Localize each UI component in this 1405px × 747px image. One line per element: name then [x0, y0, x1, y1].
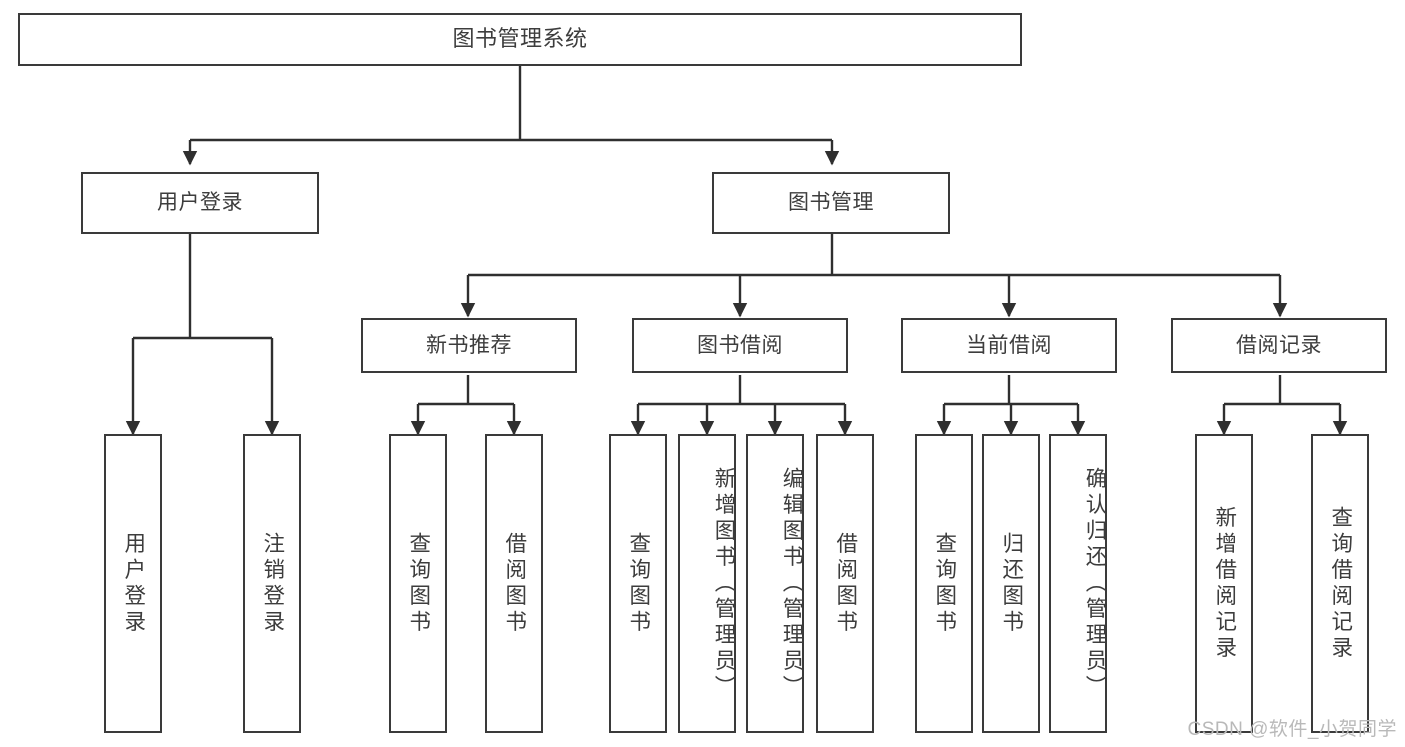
leaf-current-query-book-label: 查询图书: [932, 531, 957, 636]
leaf-user-login-signin-label: 用户登录: [121, 531, 146, 636]
leaf-borrow-add-book-label: 新增图书（管理员）: [712, 466, 736, 701]
leaf-current-return-book[interactable]: 归还图书: [982, 434, 1040, 733]
leaf-current-return-book-label: 归还图书: [999, 531, 1024, 636]
csdn-watermark: CSDN @软件_小贺同学: [1187, 719, 1397, 740]
node-root-label: 图书管理系统: [452, 26, 588, 52]
node-new-book-recommend-label: 新书推荐: [426, 333, 512, 357]
leaf-current-confirm-return-label: 确认归还（管理员）: [1083, 466, 1107, 701]
leaf-record-add-label: 新增借阅记录: [1212, 505, 1237, 662]
node-book-management-label: 图书管理: [788, 191, 874, 215]
leaf-current-query-book[interactable]: 查询图书: [915, 434, 973, 733]
node-book-management[interactable]: 图书管理: [712, 172, 950, 234]
leaf-user-login-signin[interactable]: 用户登录: [104, 434, 162, 733]
node-book-borrow[interactable]: 图书借阅: [632, 318, 848, 373]
leaf-record-query[interactable]: 查询借阅记录: [1311, 434, 1369, 733]
leaf-record-query-label: 查询借阅记录: [1328, 505, 1353, 662]
leaf-current-confirm-return[interactable]: 确认归还（管理员）: [1049, 434, 1107, 733]
leaf-new-book-query-label: 查询图书: [406, 531, 431, 636]
leaf-borrow-add-book[interactable]: 新增图书（管理员）: [678, 434, 736, 733]
node-new-book-recommend[interactable]: 新书推荐: [361, 318, 577, 373]
leaf-borrow-borrow-book[interactable]: 借阅图书: [816, 434, 874, 733]
leaf-borrow-query-book[interactable]: 查询图书: [609, 434, 667, 733]
leaf-new-book-borrow-label: 借阅图书: [502, 531, 527, 636]
node-current-borrow-label: 当前借阅: [966, 333, 1052, 357]
leaf-user-login-signout-label: 注销登录: [260, 531, 285, 636]
leaf-borrow-borrow-book-label: 借阅图书: [833, 531, 858, 636]
node-book-borrow-label: 图书借阅: [697, 333, 783, 357]
node-root[interactable]: 图书管理系统: [18, 13, 1022, 66]
leaf-borrow-edit-book-label: 编辑图书（管理员）: [780, 466, 804, 701]
leaf-new-book-borrow[interactable]: 借阅图书: [485, 434, 543, 733]
leaf-record-add[interactable]: 新增借阅记录: [1195, 434, 1253, 733]
leaf-borrow-edit-book[interactable]: 编辑图书（管理员）: [746, 434, 804, 733]
leaf-borrow-query-book-label: 查询图书: [626, 531, 651, 636]
node-user-login[interactable]: 用户登录: [81, 172, 319, 234]
node-borrow-record-label: 借阅记录: [1236, 333, 1322, 357]
node-current-borrow[interactable]: 当前借阅: [901, 318, 1117, 373]
leaf-user-login-signout[interactable]: 注销登录: [243, 434, 301, 733]
node-borrow-record[interactable]: 借阅记录: [1171, 318, 1387, 373]
node-user-login-label: 用户登录: [157, 191, 243, 215]
leaf-new-book-query[interactable]: 查询图书: [389, 434, 447, 733]
